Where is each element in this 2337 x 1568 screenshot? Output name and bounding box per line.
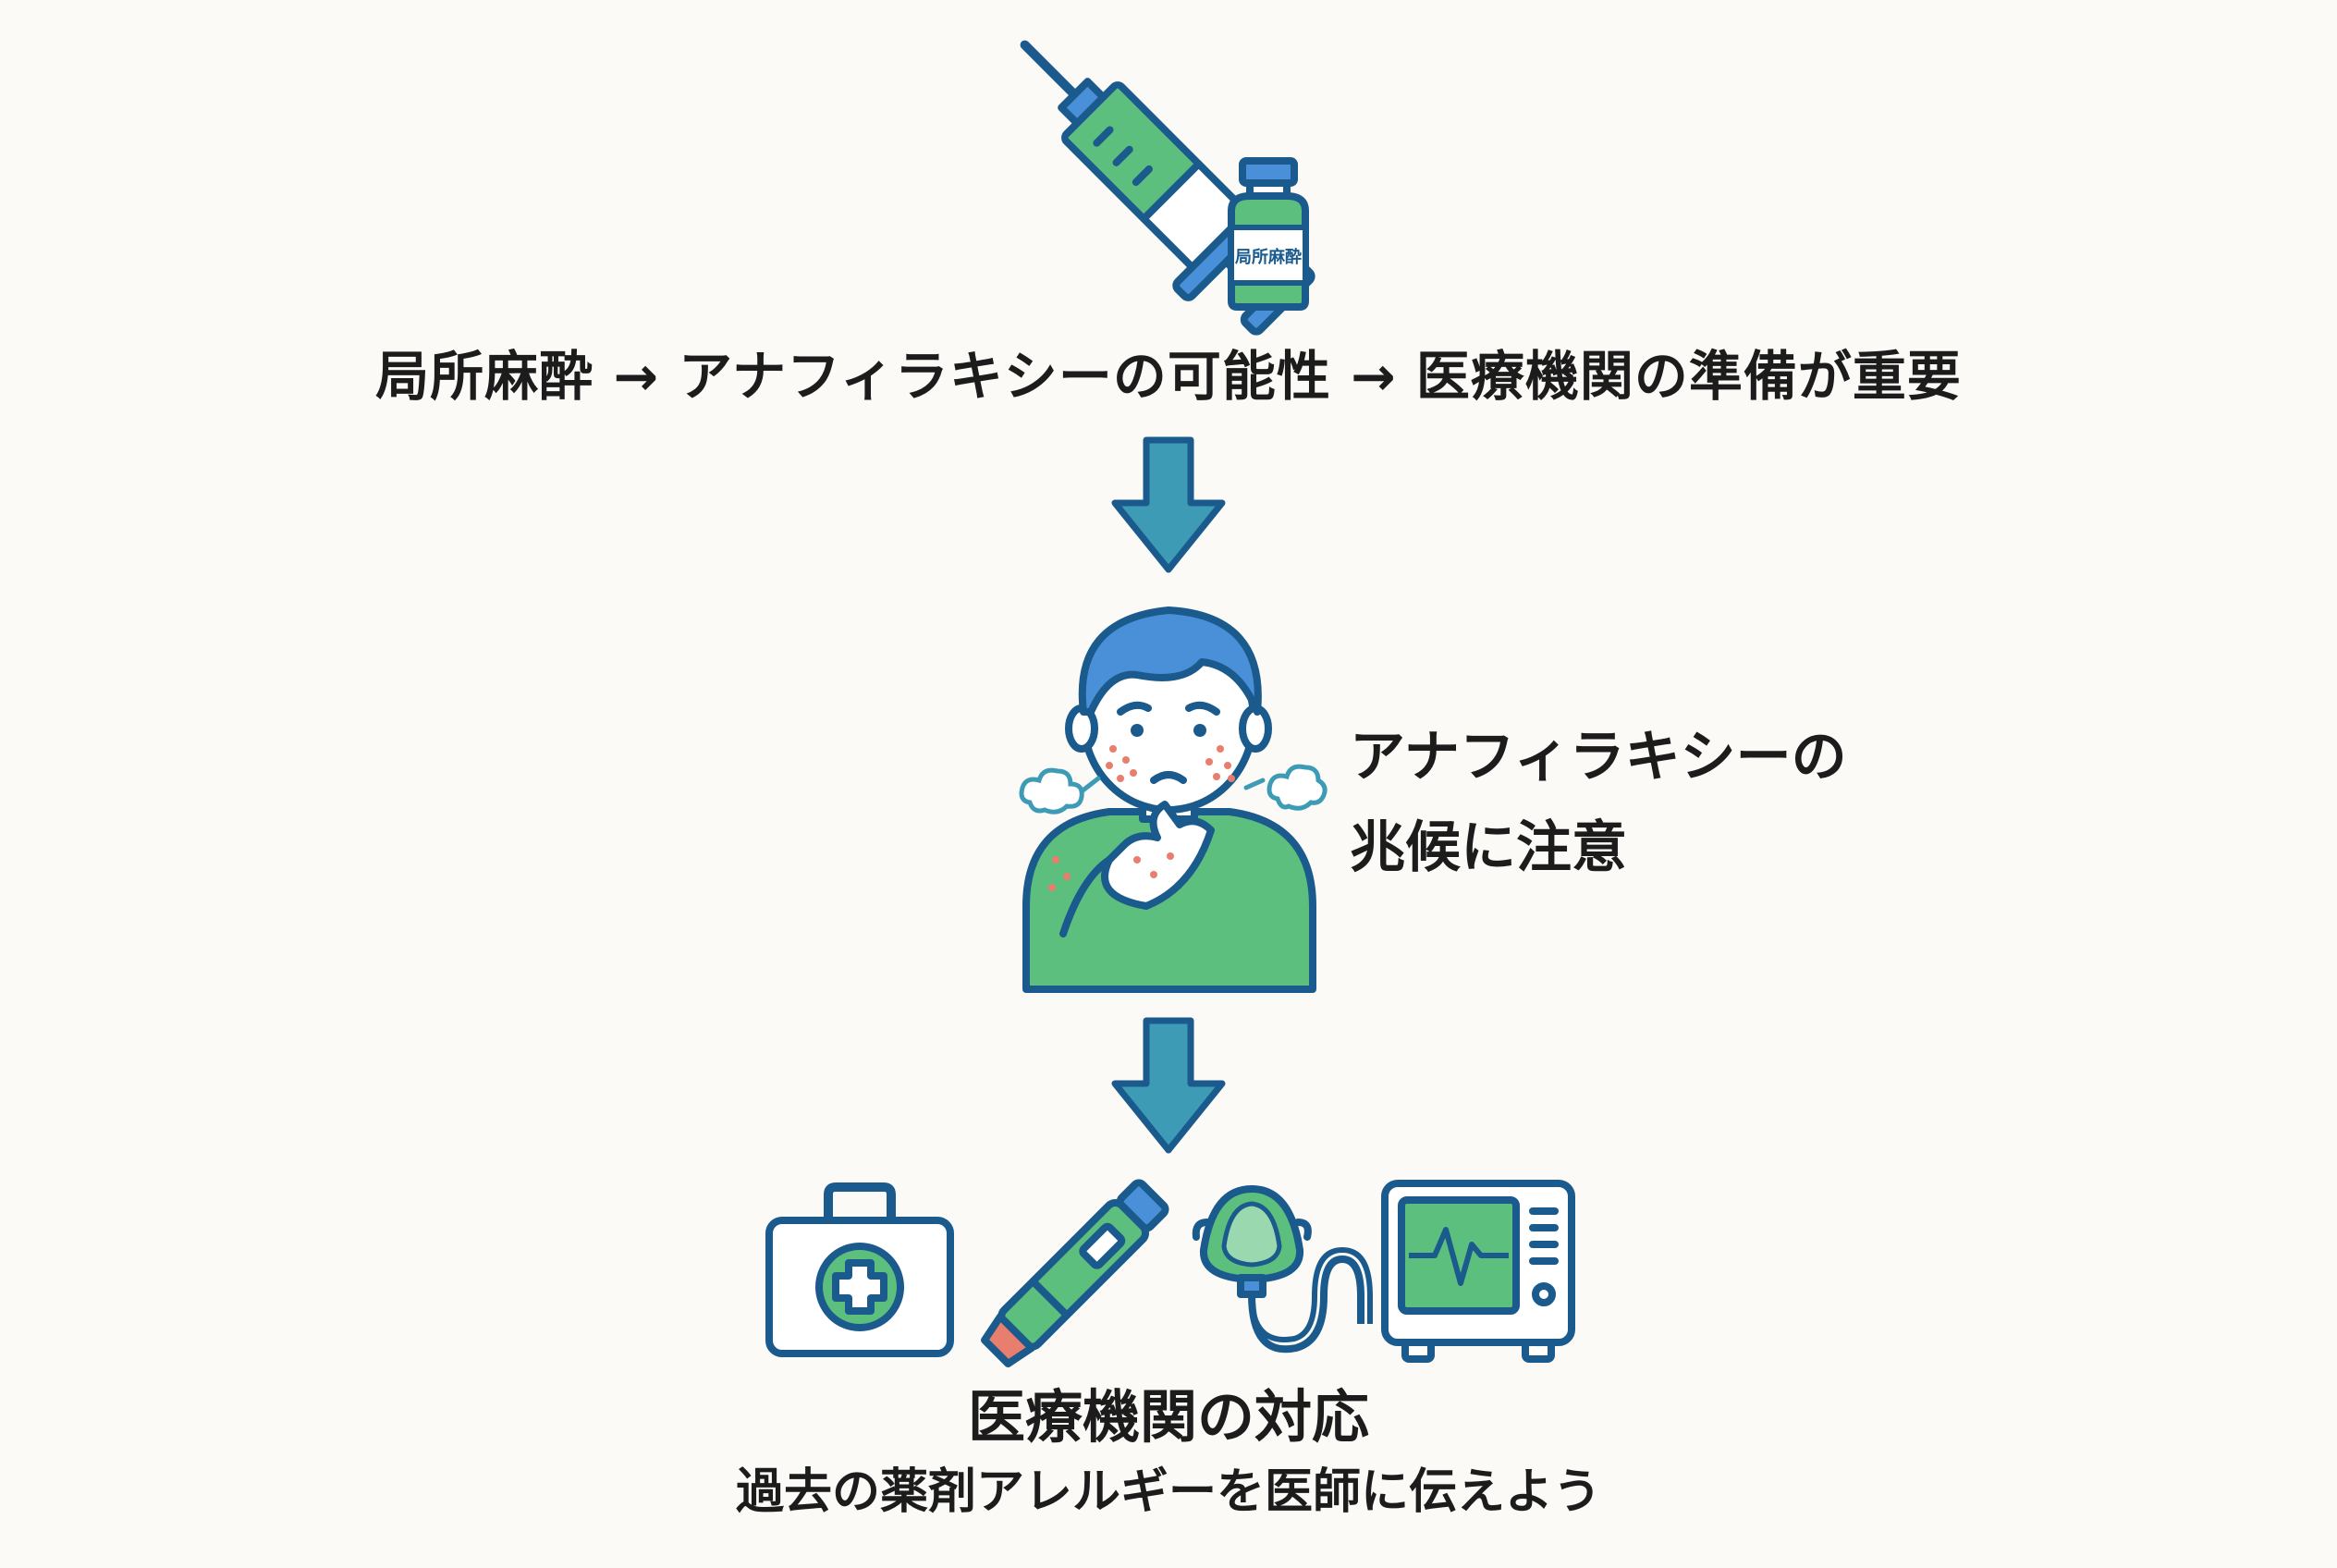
anaphylaxis-signs-title: アナフィラキシーの 兆候に注意 bbox=[1350, 712, 2182, 893]
down-arrow-icon bbox=[1111, 436, 1226, 573]
signs-line-2: 兆候に注意 bbox=[1350, 815, 1627, 880]
epinephrine-pen-icon bbox=[981, 1179, 1169, 1367]
breath-puff-icon bbox=[1019, 767, 1101, 815]
signs-line-1: アナフィラキシーの bbox=[1350, 725, 1847, 790]
vial-label: 局所麻酔 bbox=[1235, 247, 1302, 267]
breath-puff-icon bbox=[1243, 764, 1328, 811]
first-aid-kit-icon bbox=[765, 1182, 954, 1357]
down-arrow-icon bbox=[1111, 1017, 1226, 1154]
vital-monitor-icon bbox=[1381, 1180, 1575, 1363]
vial-icon: 局所麻酔 bbox=[1228, 157, 1309, 311]
oxygen-mask-icon bbox=[1192, 1185, 1373, 1354]
flow-text: 局所麻酔 → アナフィラキシーの可能性 → 医療機関の準備が重要 bbox=[375, 345, 1962, 408]
allergy-advice-text: 過去の薬剤アレルギーを医師に伝えよう bbox=[735, 1464, 1601, 1520]
medical-response-title: 医療機関の対応 bbox=[967, 1383, 1369, 1451]
patient-icon bbox=[1022, 606, 1316, 993]
